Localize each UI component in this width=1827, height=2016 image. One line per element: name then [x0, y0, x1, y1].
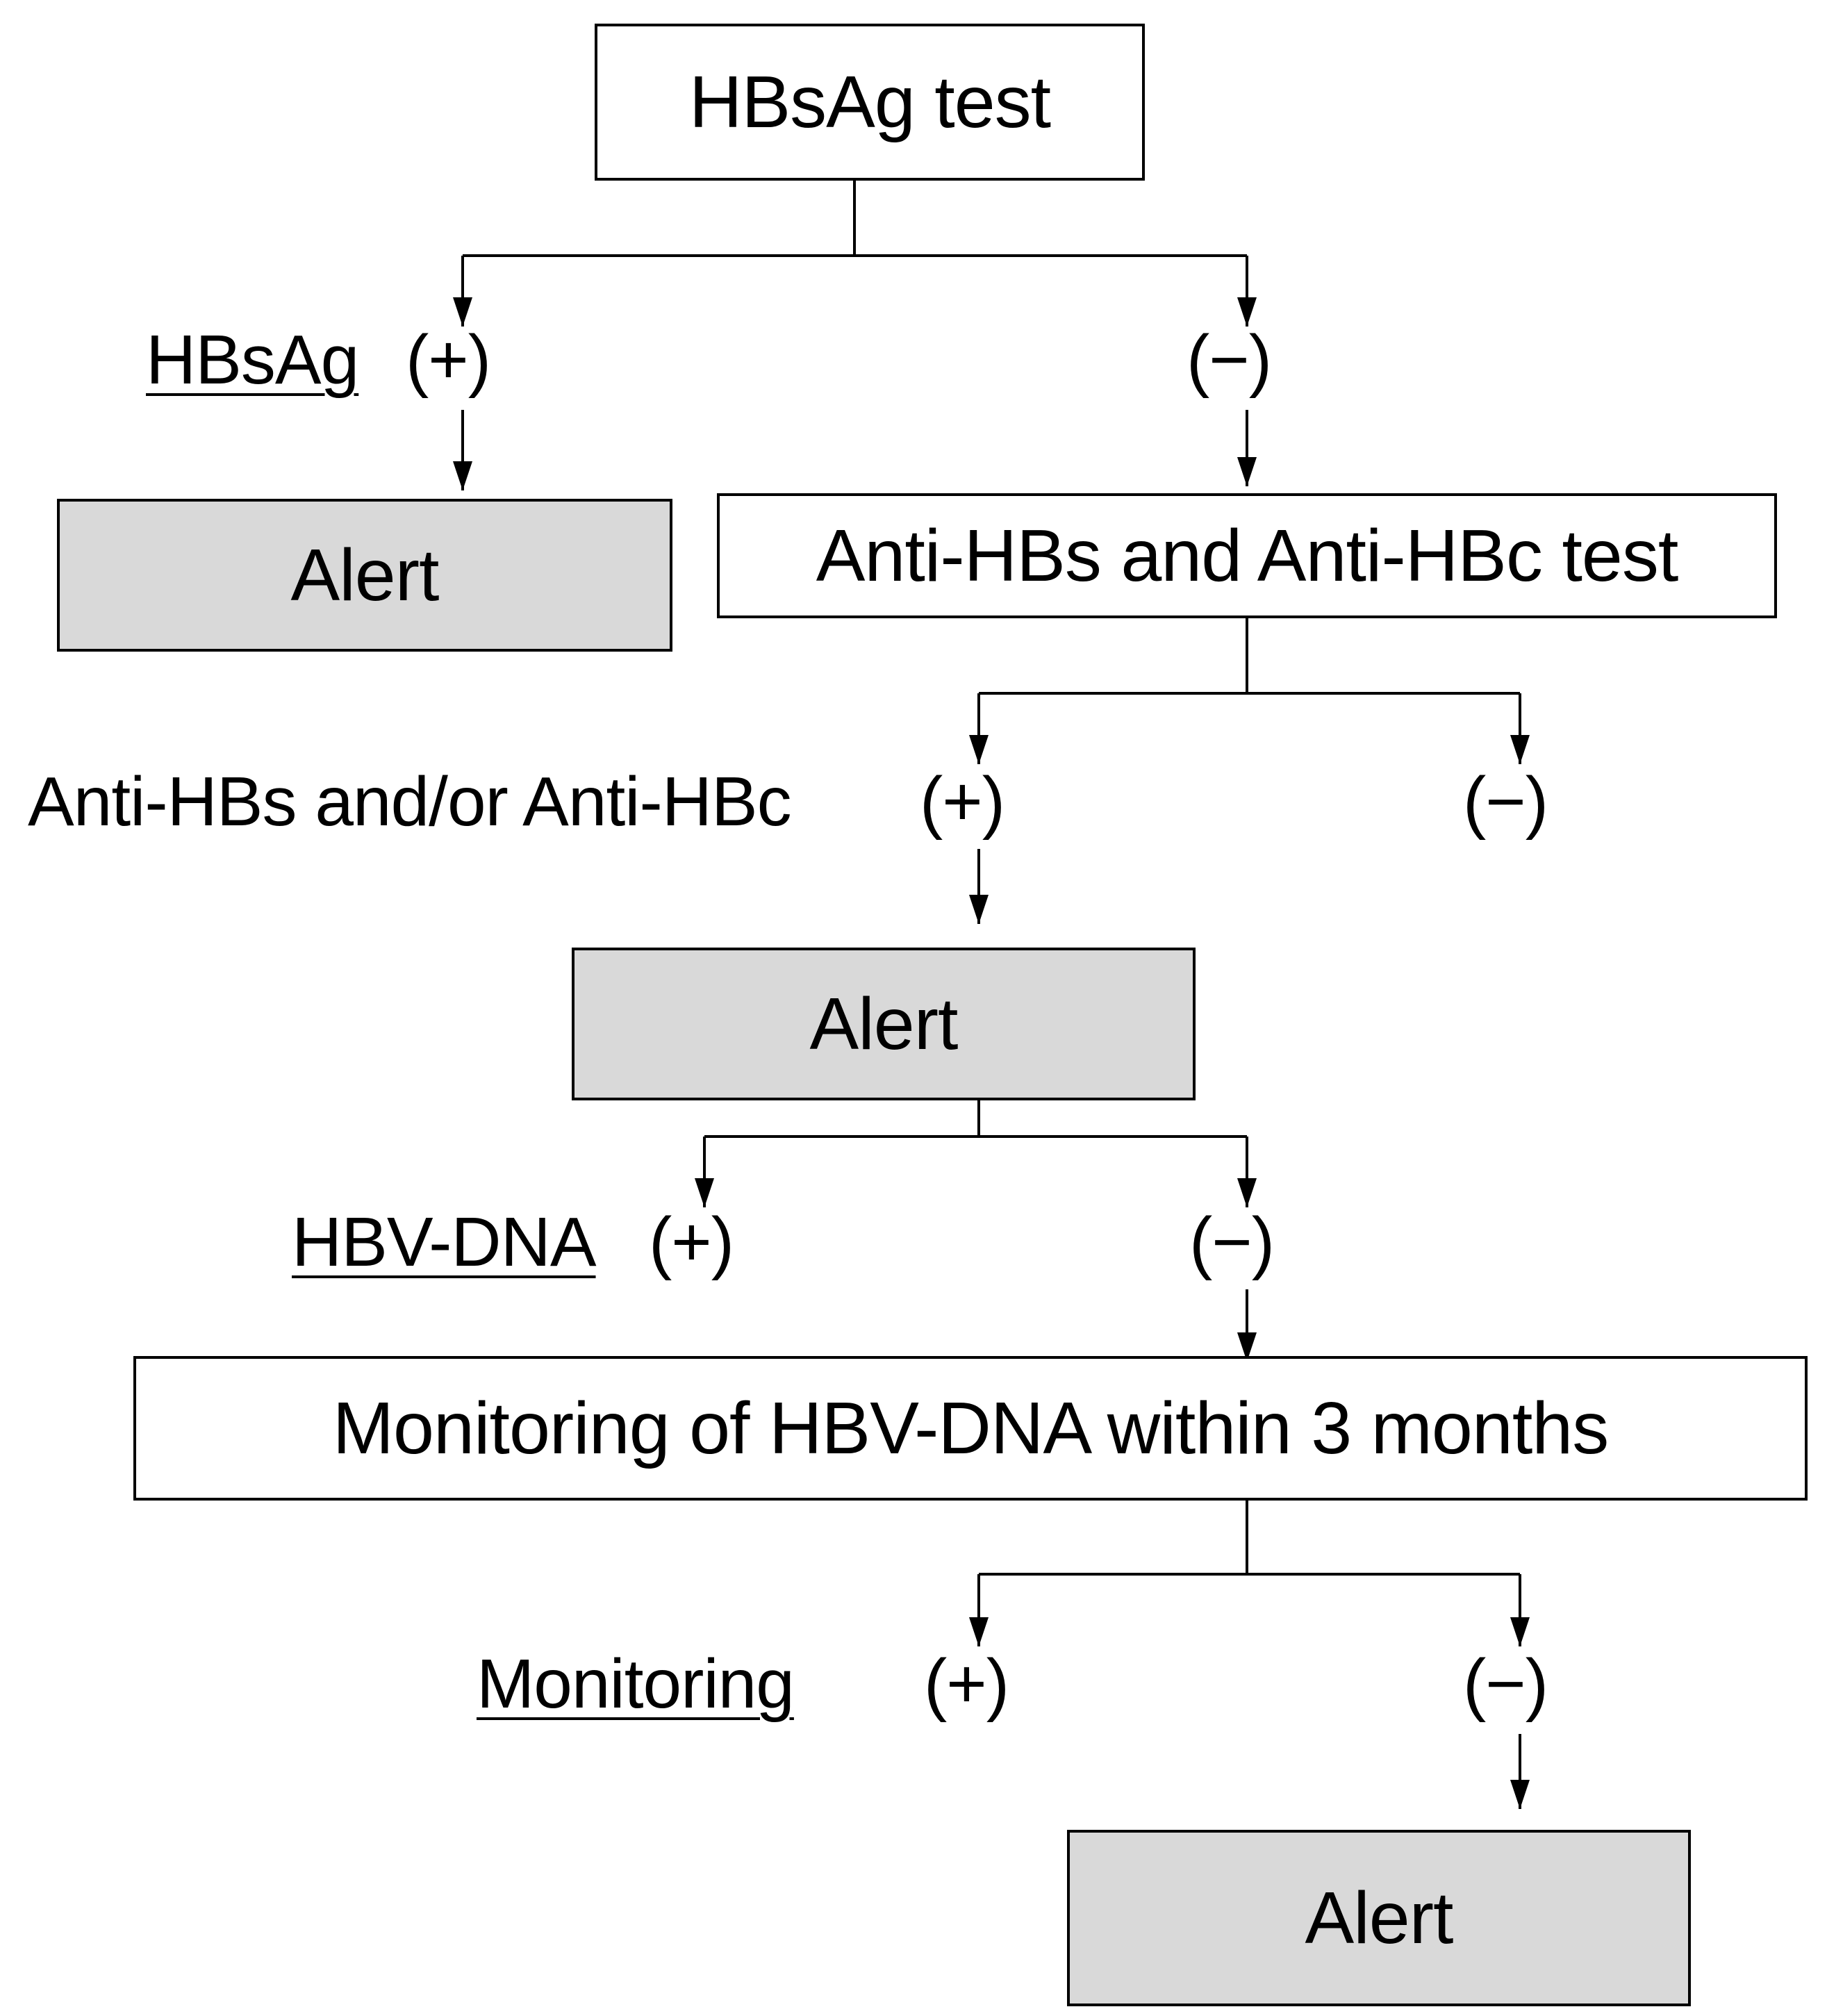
monitoring-branch-label: Monitoring	[477, 1645, 795, 1723]
hbsag-branch-label: HBsAg	[146, 321, 359, 399]
arrowhead	[1237, 1178, 1257, 1207]
alert-text-2: Alert	[809, 982, 959, 1065]
hbv-dna-positive-label: (+)	[649, 1203, 734, 1281]
hbv-dna-negative-label: (−)	[1189, 1203, 1275, 1281]
connector-hbv-split	[704, 1099, 1247, 1138]
anti-test-box: Anti-HBs and Anti-HBc test	[717, 493, 1777, 618]
arrowhead	[1510, 1617, 1530, 1646]
hbsag-positive-label: (+)	[406, 321, 491, 399]
alert-box-2: Alert	[572, 948, 1196, 1100]
anti-negative-label: (−)	[1463, 763, 1548, 841]
hbsag-test-text: HBsAg test	[688, 60, 1051, 143]
anti-positive-label: (+)	[920, 763, 1005, 841]
hbv-dna-branch-label: HBV-DNA	[292, 1203, 597, 1281]
monitoring-box: Monitoring of HBV-DNA within 3 months	[133, 1356, 1808, 1501]
arrowhead	[1510, 1780, 1530, 1809]
anti-test-text: Anti-HBs and Anti-HBc test	[816, 514, 1679, 597]
monitoring-negative-label: (−)	[1463, 1645, 1548, 1723]
monitoring-box-text: Monitoring of HBV-DNA within 3 months	[332, 1387, 1609, 1469]
arrowhead	[969, 1617, 989, 1646]
arrowhead	[453, 297, 472, 327]
arrowhead	[695, 1178, 714, 1207]
arrowhead	[969, 735, 989, 764]
connector-hbsag-split	[463, 179, 1247, 257]
arrowhead	[453, 461, 472, 490]
arrowhead	[1237, 297, 1257, 327]
hbsag-negative-label: (−)	[1187, 321, 1272, 399]
connector-monitoring-split	[979, 1501, 1520, 1576]
alert-text-3: Alert	[1305, 1876, 1454, 1959]
arrowhead	[1510, 735, 1530, 764]
connector-anti-split	[979, 617, 1520, 695]
alert-text-1: Alert	[290, 534, 440, 616]
monitoring-positive-label: (+)	[924, 1645, 1009, 1723]
alert-box-1: Alert	[57, 499, 672, 652]
anti-branch-label: Anti-HBs and/or Anti-HBc	[28, 763, 792, 841]
arrowhead	[1237, 457, 1257, 486]
arrowhead	[1237, 1332, 1257, 1362]
alert-box-3: Alert	[1067, 1830, 1691, 2006]
arrowhead	[969, 895, 989, 924]
hbsag-test-box: HBsAg test	[595, 24, 1145, 181]
